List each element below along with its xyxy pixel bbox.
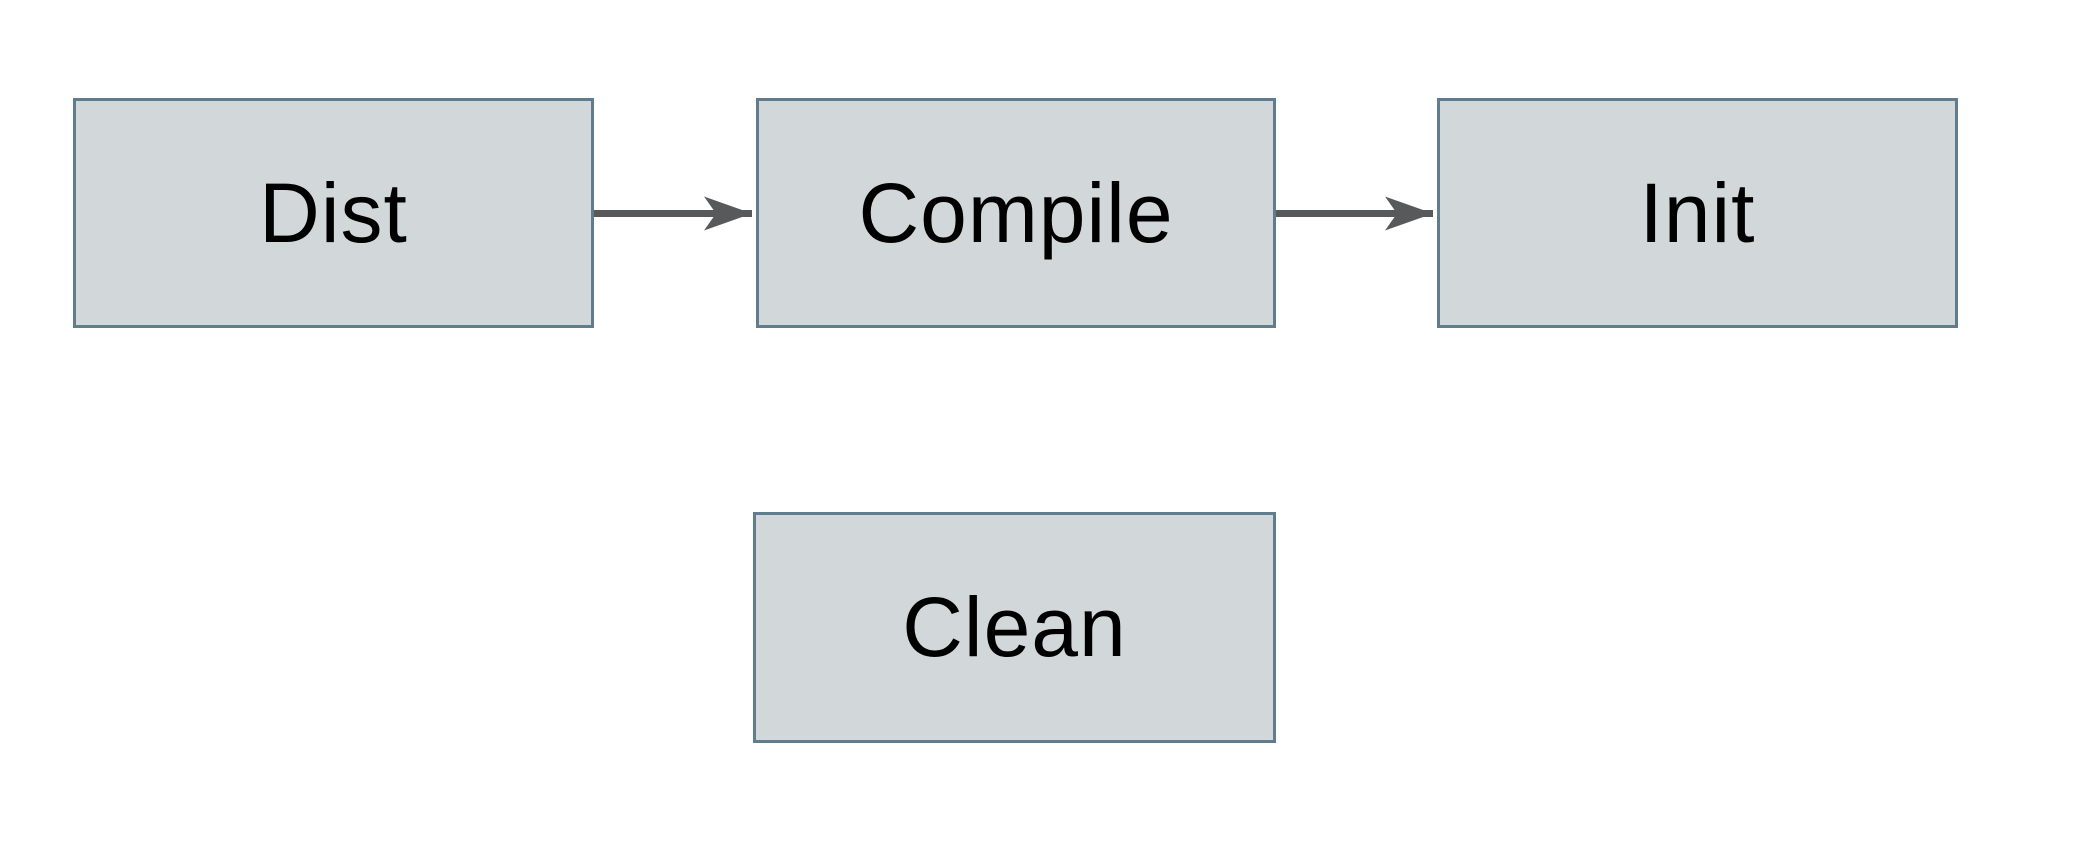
- node-init: Init: [1437, 98, 1958, 328]
- node-init-label: Init: [1639, 165, 1756, 260]
- node-clean: Clean: [753, 512, 1276, 743]
- node-dist-label: Dist: [259, 165, 408, 260]
- node-compile-label: Compile: [858, 165, 1174, 260]
- node-dist: Dist: [73, 98, 594, 328]
- node-clean-label: Clean: [902, 580, 1127, 674]
- node-compile: Compile: [756, 98, 1276, 328]
